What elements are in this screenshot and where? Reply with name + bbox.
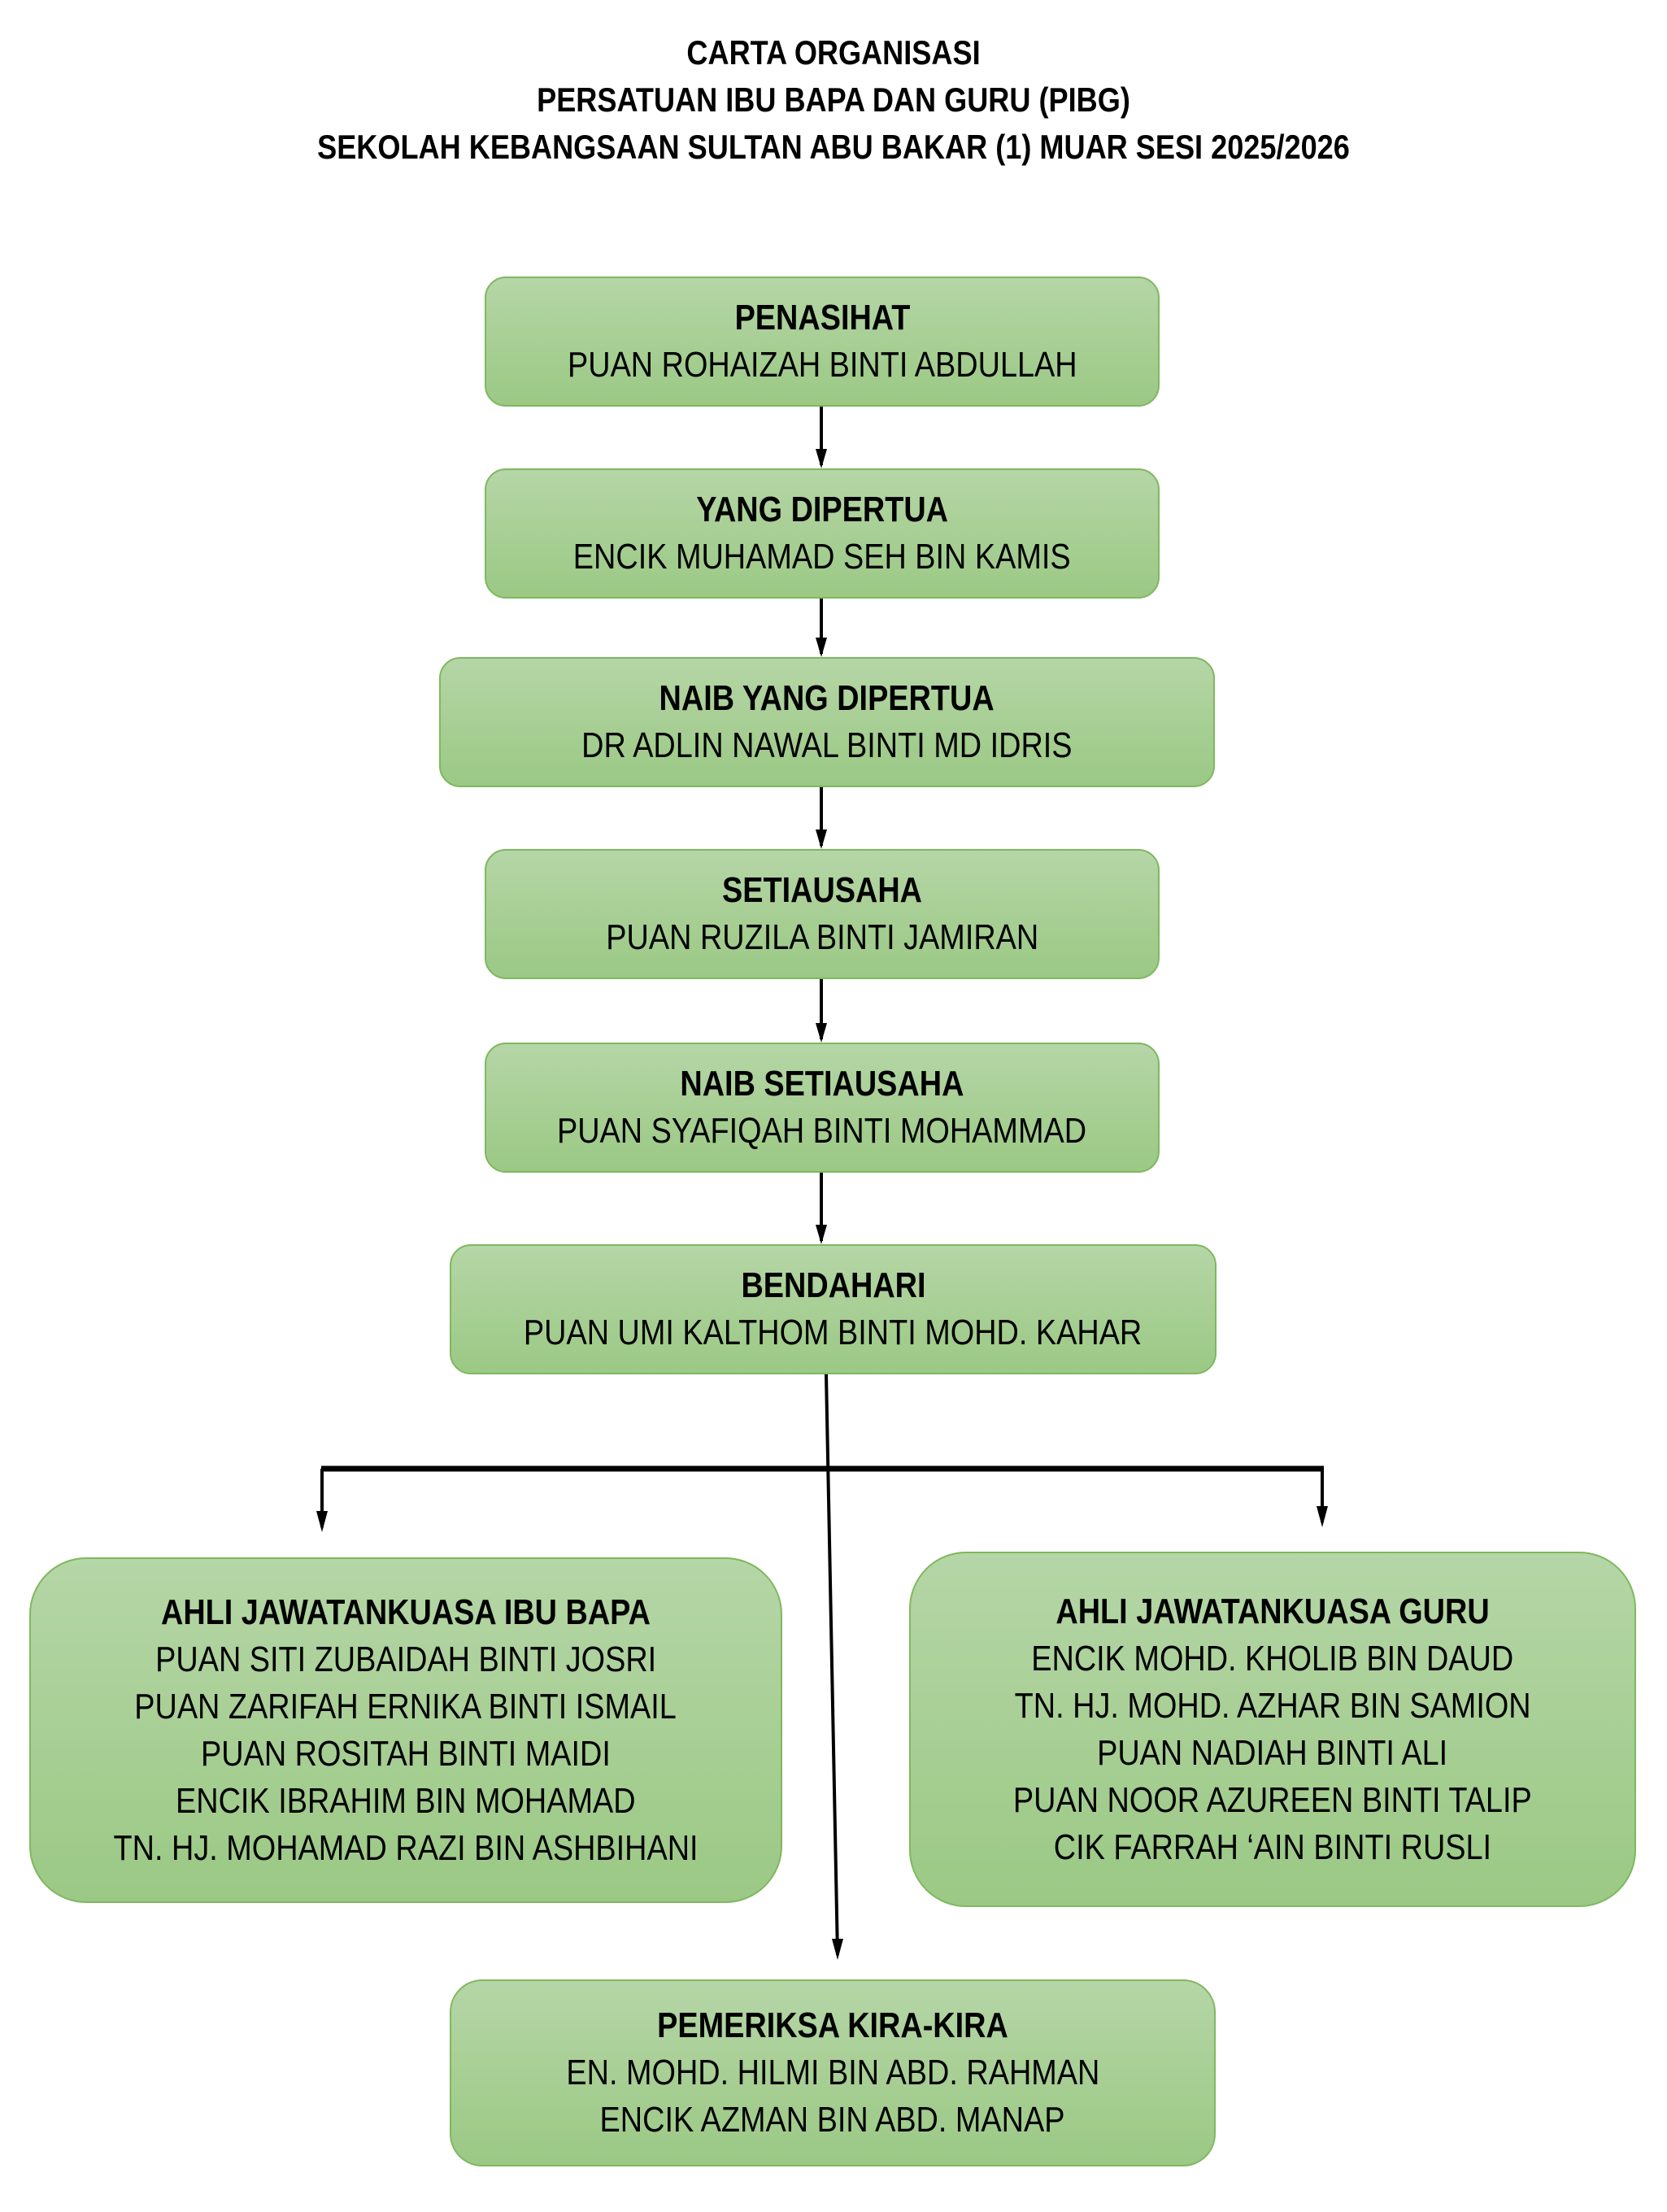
role-title: PENASIHAT [734,298,910,337]
connector-bendahari-pemeriksa [825,1374,839,1956]
arrowhead [816,1225,827,1244]
role-title: SETIAUSAHA [722,870,922,910]
box-committee-teachers: AHLI JAWATANKUASA GURU ENCIK MOHD. KHOLI… [909,1552,1636,1907]
school-session: SEKOLAH KEBANGSAAN SULTAN ABU BAKAR (1) … [317,128,1350,166]
arrowhead [816,1023,827,1043]
member-name: PUAN ROHAIZAH BINTI ABDULLAH [567,345,1077,385]
member-name: PUAN ZARIFAH ERNIKA BINTI ISMAIL [134,1686,677,1726]
member-name: ENCIK AZMAN BIN ABD. MANAP [600,2100,1065,2140]
role-title: YANG DIPERTUA [696,490,948,529]
member-name: TN. HJ. MOHAMAD RAZI BIN ASHBIHANI [113,1827,699,1868]
member-name: PUAN ROSITAH BINTI MAIDI [201,1733,611,1774]
arrowhead [1317,1506,1328,1527]
role-title: BENDAHARI [740,1265,926,1305]
arrowhead [816,638,827,657]
member-name: ENCIK MOHD. KHOLIB BIN DAUD [1031,1638,1514,1679]
member-name: PUAN NOOR AZUREEN BINTI TALIP [1013,1779,1532,1820]
box-setiausaha: SETIAUSAHA PUAN RUZILA BINTI JAMIRAN [485,849,1160,979]
box-naib-yang-dipertua: NAIB YANG DIPERTUA DR ADLIN NAWAL BINTI … [439,657,1215,787]
role-title: AHLI JAWATANKUASA IBU BAPA [161,1592,651,1632]
role-title: NAIB YANG DIPERTUA [659,678,995,718]
box-penasihat: PENASIHAT PUAN ROHAIZAH BINTI ABDULLAH [485,276,1160,407]
box-yang-dipertua: YANG DIPERTUA ENCIK MUHAMAD SEH BIN KAMI… [485,468,1160,599]
arrowhead [316,1511,328,1532]
box-bendahari: BENDAHARI PUAN UMI KALTHOM BINTI MOHD. K… [450,1244,1217,1374]
role-title: AHLI JAWATANKUASA GURU [1055,1591,1490,1631]
member-name: DR ADLIN NAWAL BINTI MD IDRIS [581,725,1073,765]
member-name: PUAN RUZILA BINTI JAMIRAN [606,917,1038,957]
member-name: ENCIK IBRAHIM BIN MOHAMAD [176,1780,636,1821]
member-name: PUAN NADIAH BINTI ALI [1097,1732,1448,1773]
box-pemeriksa-kira-kira: PEMERIKSA KIRA-KIRA EN. MOHD. HILMI BIN … [450,1979,1216,2166]
member-name: TN. HJ. MOHD. AZHAR BIN SAMION [1014,1685,1531,1726]
member-name: CIK FARRAH ‘AIN BINTI RUSLI [1053,1827,1492,1867]
organization-name: PERSATUAN IBU BAPA DAN GURU (PIBG) [537,81,1130,119]
member-name: EN. MOHD. HILMI BIN ABD. RAHMAN [566,2053,1099,2092]
chart-title: CARTA ORGANISASI [686,33,981,72]
box-committee-parents: AHLI JAWATANKUASA IBU BAPA PUAN SITI ZUB… [29,1557,782,1903]
member-name: PUAN UMI KALTHOM BINTI MOHD. KAHAR [524,1313,1143,1352]
member-name: PUAN SYAFIQAH BINTI MOHAMMAD [557,1111,1087,1151]
chart-header: CARTA ORGANISASI PERSATUAN IBU BAPA DAN … [0,29,1667,171]
member-name: PUAN SITI ZUBAIDAH BINTI JOSRI [155,1639,657,1679]
arrowhead [816,449,827,468]
role-title: PEMERIKSA KIRA-KIRA [657,2005,1008,2045]
member-name: ENCIK MUHAMAD SEH BIN KAMIS [573,537,1071,577]
role-title: NAIB SETIAUSAHA [680,1064,964,1104]
box-naib-setiausaha: NAIB SETIAUSAHA PUAN SYAFIQAH BINTI MOHA… [485,1043,1160,1173]
arrowhead [816,830,827,849]
arrowhead [832,1939,843,1960]
